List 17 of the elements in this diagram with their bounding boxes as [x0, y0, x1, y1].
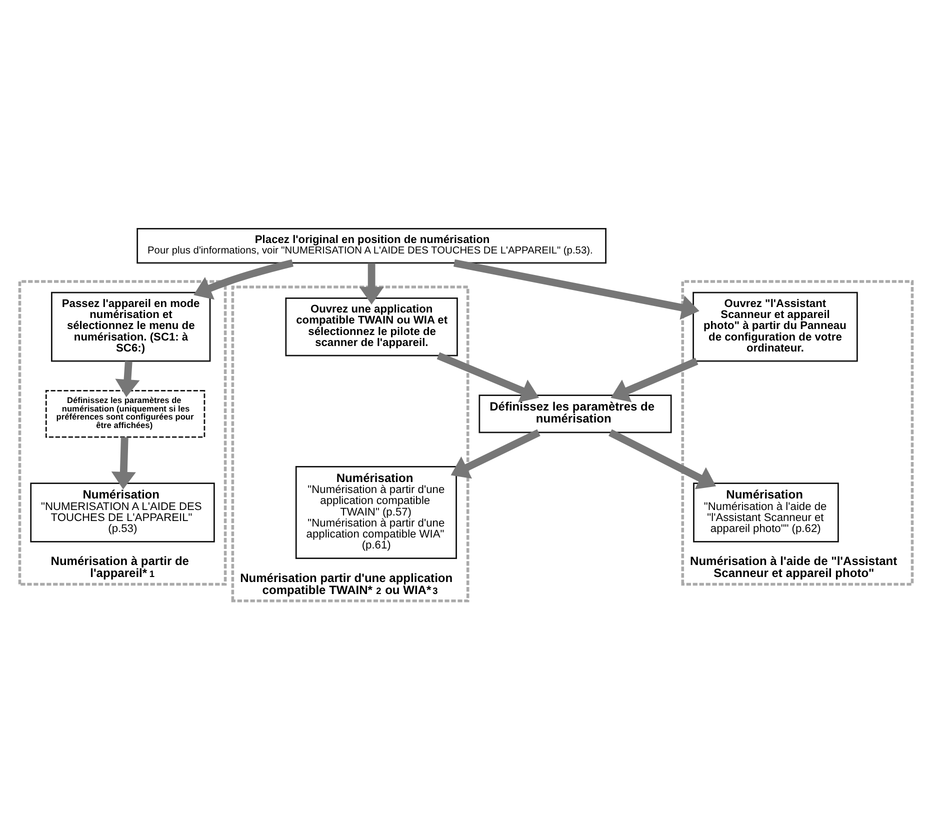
node-box: Définissez les paramètres de numérisation (uniquement si les préférences sont configurées pour être affichées) [45, 390, 206, 438]
arrow [608, 429, 716, 490]
node-box: Placez l'original en position de numérisation Pour plus d'informations, voir "NUMERISATION A L'AIDE DES TOUCHES DE L'APPAREIL" (p.53). [136, 228, 606, 264]
node-box: Définissez les paramètres de numérisation [478, 394, 672, 434]
arrow [436, 352, 540, 402]
arrow [454, 259, 700, 320]
node-box: Passez l'appareil en mode numérisation et sélectionnez le menu de numérisation. (SC1: à SC6:) [51, 292, 211, 362]
arrow [610, 358, 698, 402]
node-box: Numérisation "NUMERISATION A L'AIDE DES TOUCHES DE L'APPAREIL" (p.53) [30, 482, 215, 542]
node-box: Numérisation "Numérisation à partir d'une application compatible TWAIN" (p.57) "Numérisation à partir d'une application compatible WIA" (p.61) [295, 466, 457, 559]
node-box: Ouvrez une application compatible TWAIN ou WIA et sélectionnez le pilote de scanner de l'appareil. [285, 297, 458, 356]
node-box: Ouvrez "l'Assistant Scanneur et appareil photo" à partir du Panneau de configuration de votre ordinateur. [692, 292, 858, 362]
arrow [111, 437, 136, 490]
arrow [450, 429, 540, 479]
arrow [115, 360, 140, 398]
arrow [359, 263, 384, 304]
node-box: Numérisation "Numérisation à l'aide de "l'Assistant Scanneur et appareil photo"" (p.62) [693, 482, 839, 542]
